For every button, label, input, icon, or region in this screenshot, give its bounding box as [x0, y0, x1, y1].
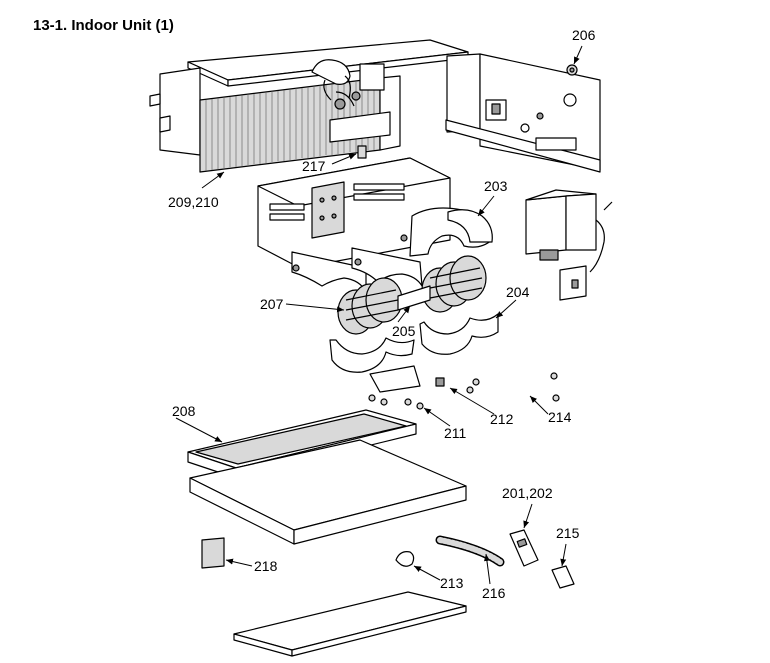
fan-scroll-lower — [329, 313, 499, 373]
label-209-210: 209,210 — [168, 194, 219, 210]
cable-parts — [466, 370, 560, 402]
filter-pad-part — [201, 537, 225, 569]
label-205: 205 — [392, 323, 416, 339]
fan-wheels — [337, 255, 487, 335]
nut-part — [566, 64, 578, 76]
page-title: 13-1. Indoor Unit (1) — [33, 17, 174, 34]
label-215: 215 — [556, 525, 580, 541]
grommet-part — [395, 551, 415, 567]
label-217: 217 — [302, 158, 326, 174]
heat-exchanger-assembly — [149, 39, 469, 173]
label-216: 216 — [482, 585, 506, 601]
label-213: 213 — [440, 575, 464, 591]
remote-controller-part — [509, 529, 539, 567]
label-201-202: 201,202 — [502, 485, 553, 501]
label-211: 211 — [444, 425, 467, 441]
label-203: 203 — [484, 178, 508, 194]
part-labels: 206 209,210 217 203 207 205 204 208 212 … — [168, 27, 596, 601]
label-218: 218 — [254, 558, 278, 574]
label-204: 204 — [506, 284, 530, 300]
clip-part — [357, 145, 367, 159]
bottom-panel — [233, 591, 467, 657]
electrical-box-plate — [445, 53, 601, 173]
label-214: 214 — [548, 409, 572, 425]
drain-hose-part — [435, 535, 505, 567]
label-206: 206 — [572, 27, 596, 43]
control-box — [525, 189, 613, 301]
label-212: 212 — [490, 411, 514, 427]
label-208: 208 — [172, 403, 196, 419]
fan-scroll-upper — [291, 207, 493, 293]
bottom-frame — [189, 439, 467, 545]
leader-lines — [175, 45, 583, 585]
motor-bracket — [368, 365, 445, 410]
remote-holder-part — [551, 565, 575, 589]
label-207: 207 — [260, 296, 284, 312]
